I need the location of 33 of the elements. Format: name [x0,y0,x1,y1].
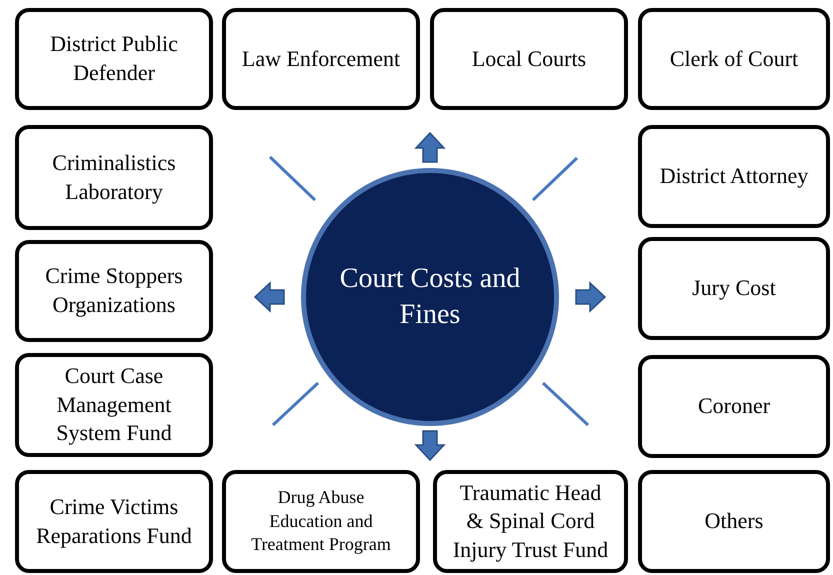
category-box [15,125,213,230]
category-box [638,355,830,458]
category-box [433,470,628,573]
node-text: Court Costs and Fines [338,262,522,332]
category-box [638,470,830,573]
category-box [430,8,628,110]
block-arrow [254,281,285,313]
node-text: Drug Abuse Education and Treatment Program [250,486,392,556]
category-box [15,8,213,110]
block-arrow [414,430,446,462]
category-box [15,240,213,342]
category-box [638,8,830,110]
node-text: District Public Defender [49,30,179,87]
category-box [638,237,830,340]
node-text: Court Case Management System Fund [55,362,173,448]
node-text: Traumatic Head & Spinal Cord Injury Trust Fund [452,478,610,564]
category-box [15,470,213,573]
category-box [15,353,213,457]
node-text: Coroner [696,392,772,420]
node-text: Crime Victims Reparations Fund [35,492,193,550]
node-text: Crime Stoppers Organizations [44,262,184,319]
category-box [638,125,830,228]
node-text: Local Courts [470,44,588,73]
node-text: Criminalistics Laboratory [51,148,177,206]
node-text: District Attorney [658,162,810,190]
block-arrow [414,132,446,163]
block-arrow [575,281,606,313]
node-text: Clerk of Court [668,44,800,73]
node-text: Others [704,507,764,536]
node-text: Law Enforcement [240,44,402,73]
node-text: Jury Cost [691,274,777,302]
category-box [222,8,420,110]
category-box [222,470,420,573]
